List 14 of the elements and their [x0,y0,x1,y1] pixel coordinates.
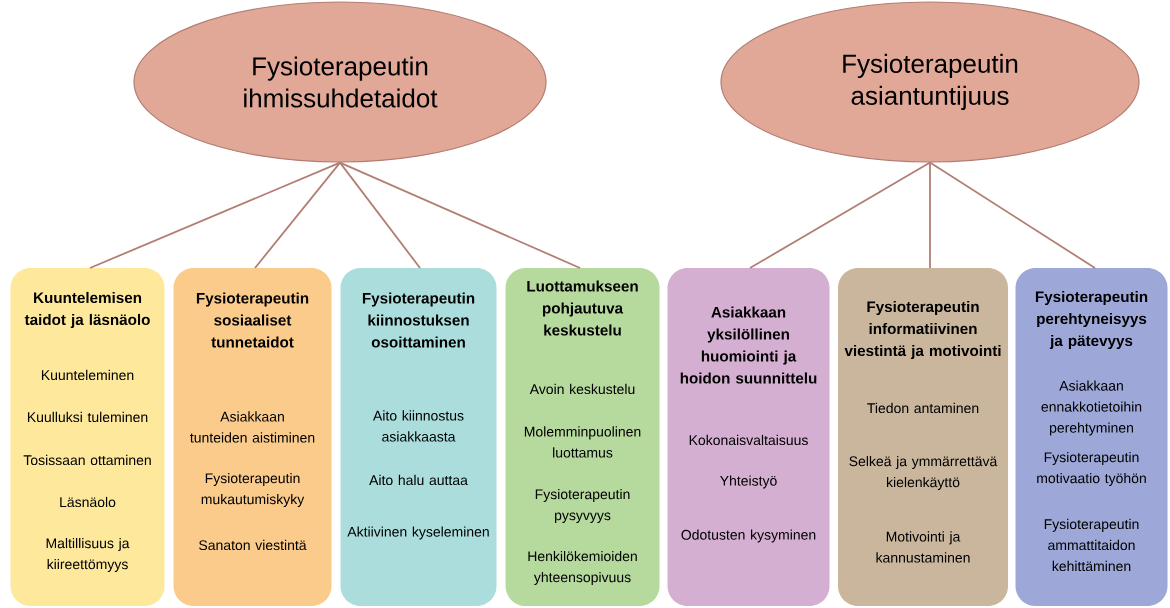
category-box: Kuuntelemisen taidot ja läsnäolo Kuunteleminen Kuulluksi tuleminen Tosissaan ottaminen Läsnäolo Maltillisuus ja kiireettömyys [10,268,165,606]
category-box: Luottamukseen pohjautuva keskustelu Avoin keskustelu Molemminpuolinen luottamus Fysioterapeutin pysyvyys Henkilökemioiden yhteensopivuus [505,268,660,606]
connector-line [929,161,931,269]
category-box: Fysioterapeutin kiinnostuksen osoittaminen Aito kiinnostus asiakkaasta Aito halu auttaa Aktiivinen kyseleminen [340,268,497,606]
connector-line [339,161,421,269]
connector-line [254,161,341,269]
connector-line [89,161,341,269]
category-box: Fysioterapeutin informatiivinen viestintä ja motivointi Tiedon antaminen Selkeä ja ymmärrettävä kielenkäyttö Motivointi ja kannustaminen [838,268,1008,606]
connector-line [339,161,581,269]
category-box: Fysioterapeutin perehtyneisyys ja pätevyys Asiakkaan ennakkotietoihin perehtyminen Fysioterapeutin motivaatio työhön Fysioterapeutin ammattitaidon kehittäminen [1015,268,1168,606]
category-box: Asiakkaan yksilöllinen huomiointi ja hoidon suunnittelu Kokonaisvaltaisuus Yhteistyö Odotusten kysyminen [667,268,830,606]
connector-line [929,161,1096,269]
connector-line [749,161,931,269]
category-box: Fysioterapeutin sosiaaliset tunnetaidot Asiakkaan tunteiden aistiminen Fysioterapeutin mukautumiskyky Sanaton viestintä [173,268,332,606]
